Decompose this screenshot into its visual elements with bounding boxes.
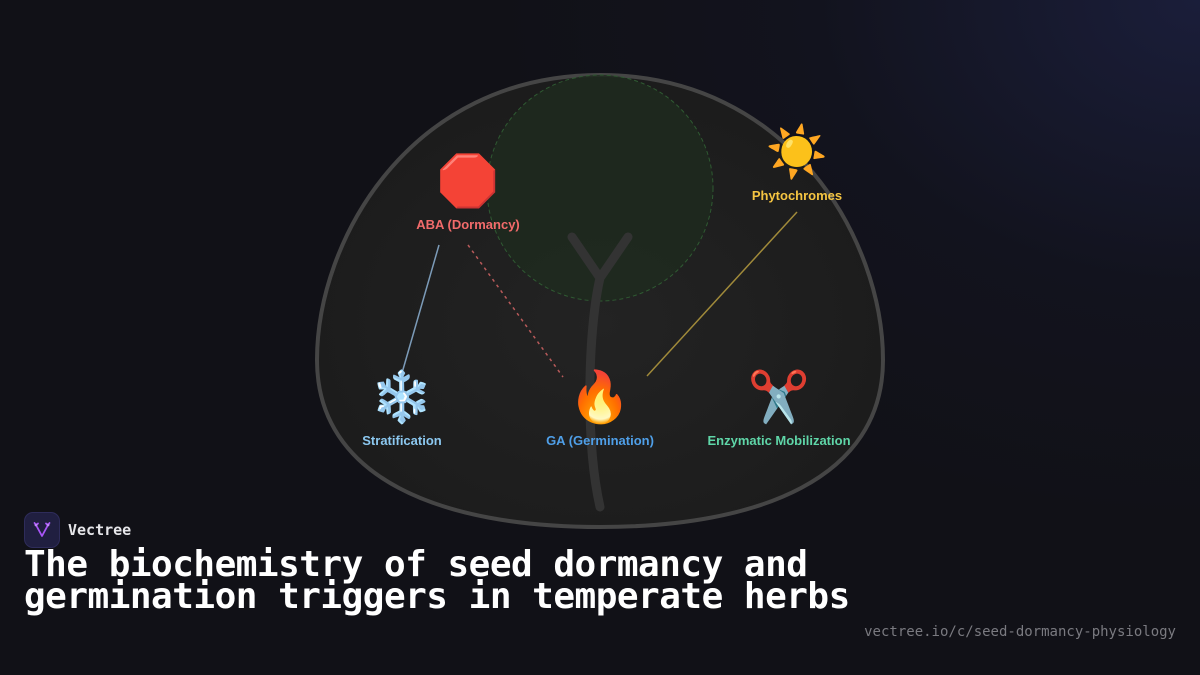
sun-icon: ☀️ xyxy=(765,124,829,180)
embryo-region xyxy=(486,74,714,302)
node-label: Enzymatic Mobilization xyxy=(707,433,851,448)
node-enzymatic-mobilization: ✂️ Enzymatic Mobilization xyxy=(707,369,850,448)
page-title: The biochemistry of seed dormancy and ge… xyxy=(24,544,850,617)
node-stratification: ❄️ Stratification xyxy=(362,369,441,448)
radicle-stem xyxy=(567,232,633,512)
fire-icon: 🔥 xyxy=(568,369,632,425)
source-url[interactable]: vectree.io/c/seed-dormancy-physiology xyxy=(864,624,1176,640)
node-ga: 🔥 GA (Germination) xyxy=(546,369,654,448)
brand-name: Vectree xyxy=(68,521,132,539)
stop-sign-icon: 🛑 xyxy=(436,153,500,209)
node-aba: 🛑 ABA (Dormancy) xyxy=(416,153,520,232)
edge-phytochromes-ga xyxy=(646,211,798,377)
brand[interactable]: Vectree xyxy=(24,512,131,548)
scissors-icon: ✂️ xyxy=(747,369,811,425)
node-phytochromes: ☀️ Phytochromes xyxy=(752,124,842,203)
edge-aba-ga xyxy=(467,244,564,378)
vectree-logo-icon xyxy=(24,512,60,548)
node-label: GA (Germination) xyxy=(546,433,654,448)
node-label: ABA (Dormancy) xyxy=(416,217,520,232)
edge-aba-stratification xyxy=(401,244,440,374)
node-label: Phytochromes xyxy=(751,188,843,203)
snowflake-icon: ❄️ xyxy=(370,369,434,425)
node-label: Stratification xyxy=(362,433,442,448)
